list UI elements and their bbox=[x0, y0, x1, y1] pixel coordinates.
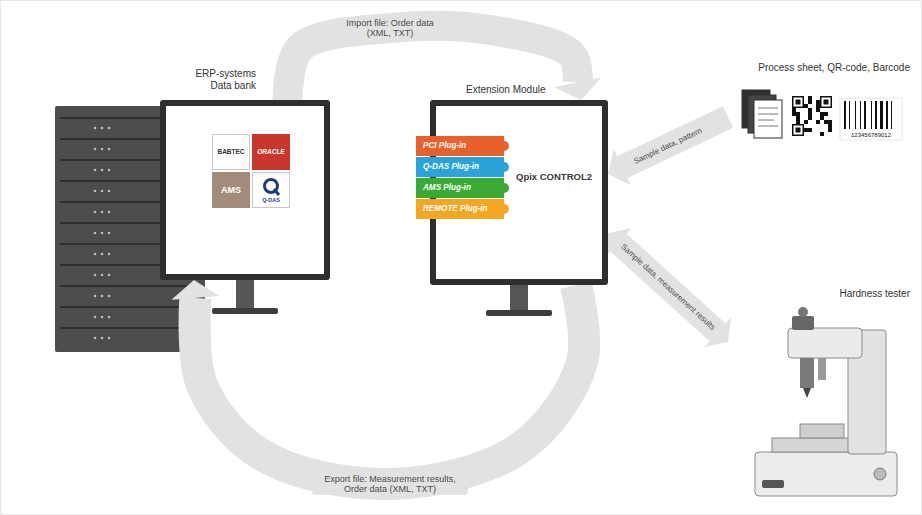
ams-logo: AMS bbox=[212, 172, 250, 208]
edge-label: Export file: Measurement results, Order … bbox=[312, 474, 468, 495]
plugin-label: REMOTE Plug-in bbox=[416, 204, 488, 213]
flow-band bbox=[622, 117, 728, 167]
process-sheet-group: Process sheet, QR-code, Barcode bbox=[728, 62, 910, 162]
documents-icon bbox=[742, 90, 782, 138]
barcode bbox=[840, 98, 902, 140]
oracle-logo: ORACLE bbox=[252, 134, 290, 170]
node-heading: Extension Module bbox=[466, 84, 546, 96]
arrow-head bbox=[554, 78, 601, 100]
arrow-head bbox=[608, 149, 631, 185]
flow-arrow bbox=[605, 228, 731, 347]
plugin-piece: AMS Plug-in bbox=[416, 178, 504, 198]
edge-label: Sample data, measurement results bbox=[617, 240, 720, 334]
babtec-logo: BABTEC bbox=[212, 134, 250, 170]
flow-band bbox=[195, 285, 584, 484]
plugin-label: PCI Plug-in bbox=[416, 141, 466, 150]
flow-arrow bbox=[608, 117, 728, 185]
plugin-label: Q-DAS Plug-in bbox=[416, 162, 479, 171]
plugin-label: AMS Plug-in bbox=[416, 183, 471, 192]
q-symbol bbox=[261, 177, 281, 197]
flow-arrow bbox=[171, 280, 584, 484]
qr-code bbox=[792, 96, 832, 136]
logo-text: BABTEC bbox=[217, 148, 244, 155]
edge-label: Sample data, pattern bbox=[630, 124, 706, 167]
hardness-tester-figure bbox=[755, 307, 897, 496]
edge-label: Import file: Order data (XML, TXT) bbox=[339, 18, 441, 39]
flow-arrow bbox=[288, 26, 602, 100]
logo-text: AMS bbox=[221, 185, 241, 195]
extension-monitor: Extension ModuleQpix CONTROL2PCI Plug-in… bbox=[430, 100, 608, 285]
node-heading: Process sheet, QR-code, Barcode bbox=[728, 62, 910, 74]
arrow-head bbox=[171, 280, 219, 300]
erp-monitor: ERP-systems Data bankBABTECORACLEAMSQ-DA… bbox=[160, 100, 330, 280]
plugin-piece: Q-DAS Plug-in bbox=[416, 157, 504, 177]
plugin-piece: PCI Plug-in bbox=[416, 136, 504, 156]
logo-text: Q-DAS bbox=[262, 197, 280, 203]
plugin-piece: REMOTE Plug-in bbox=[416, 199, 504, 219]
logo-text: ORACLE bbox=[257, 148, 284, 155]
product-logo: Qpix CONTROL2 bbox=[516, 172, 592, 183]
node-heading: Hardness tester bbox=[728, 288, 910, 300]
hardness-tester: Hardness tester bbox=[728, 288, 910, 503]
monitor-stand bbox=[212, 280, 552, 316]
node-heading: ERP-systems Data bank bbox=[184, 68, 256, 91]
barcode-number: 123456789012 bbox=[851, 132, 891, 138]
qdas-logo: Q-DAS bbox=[252, 172, 290, 208]
